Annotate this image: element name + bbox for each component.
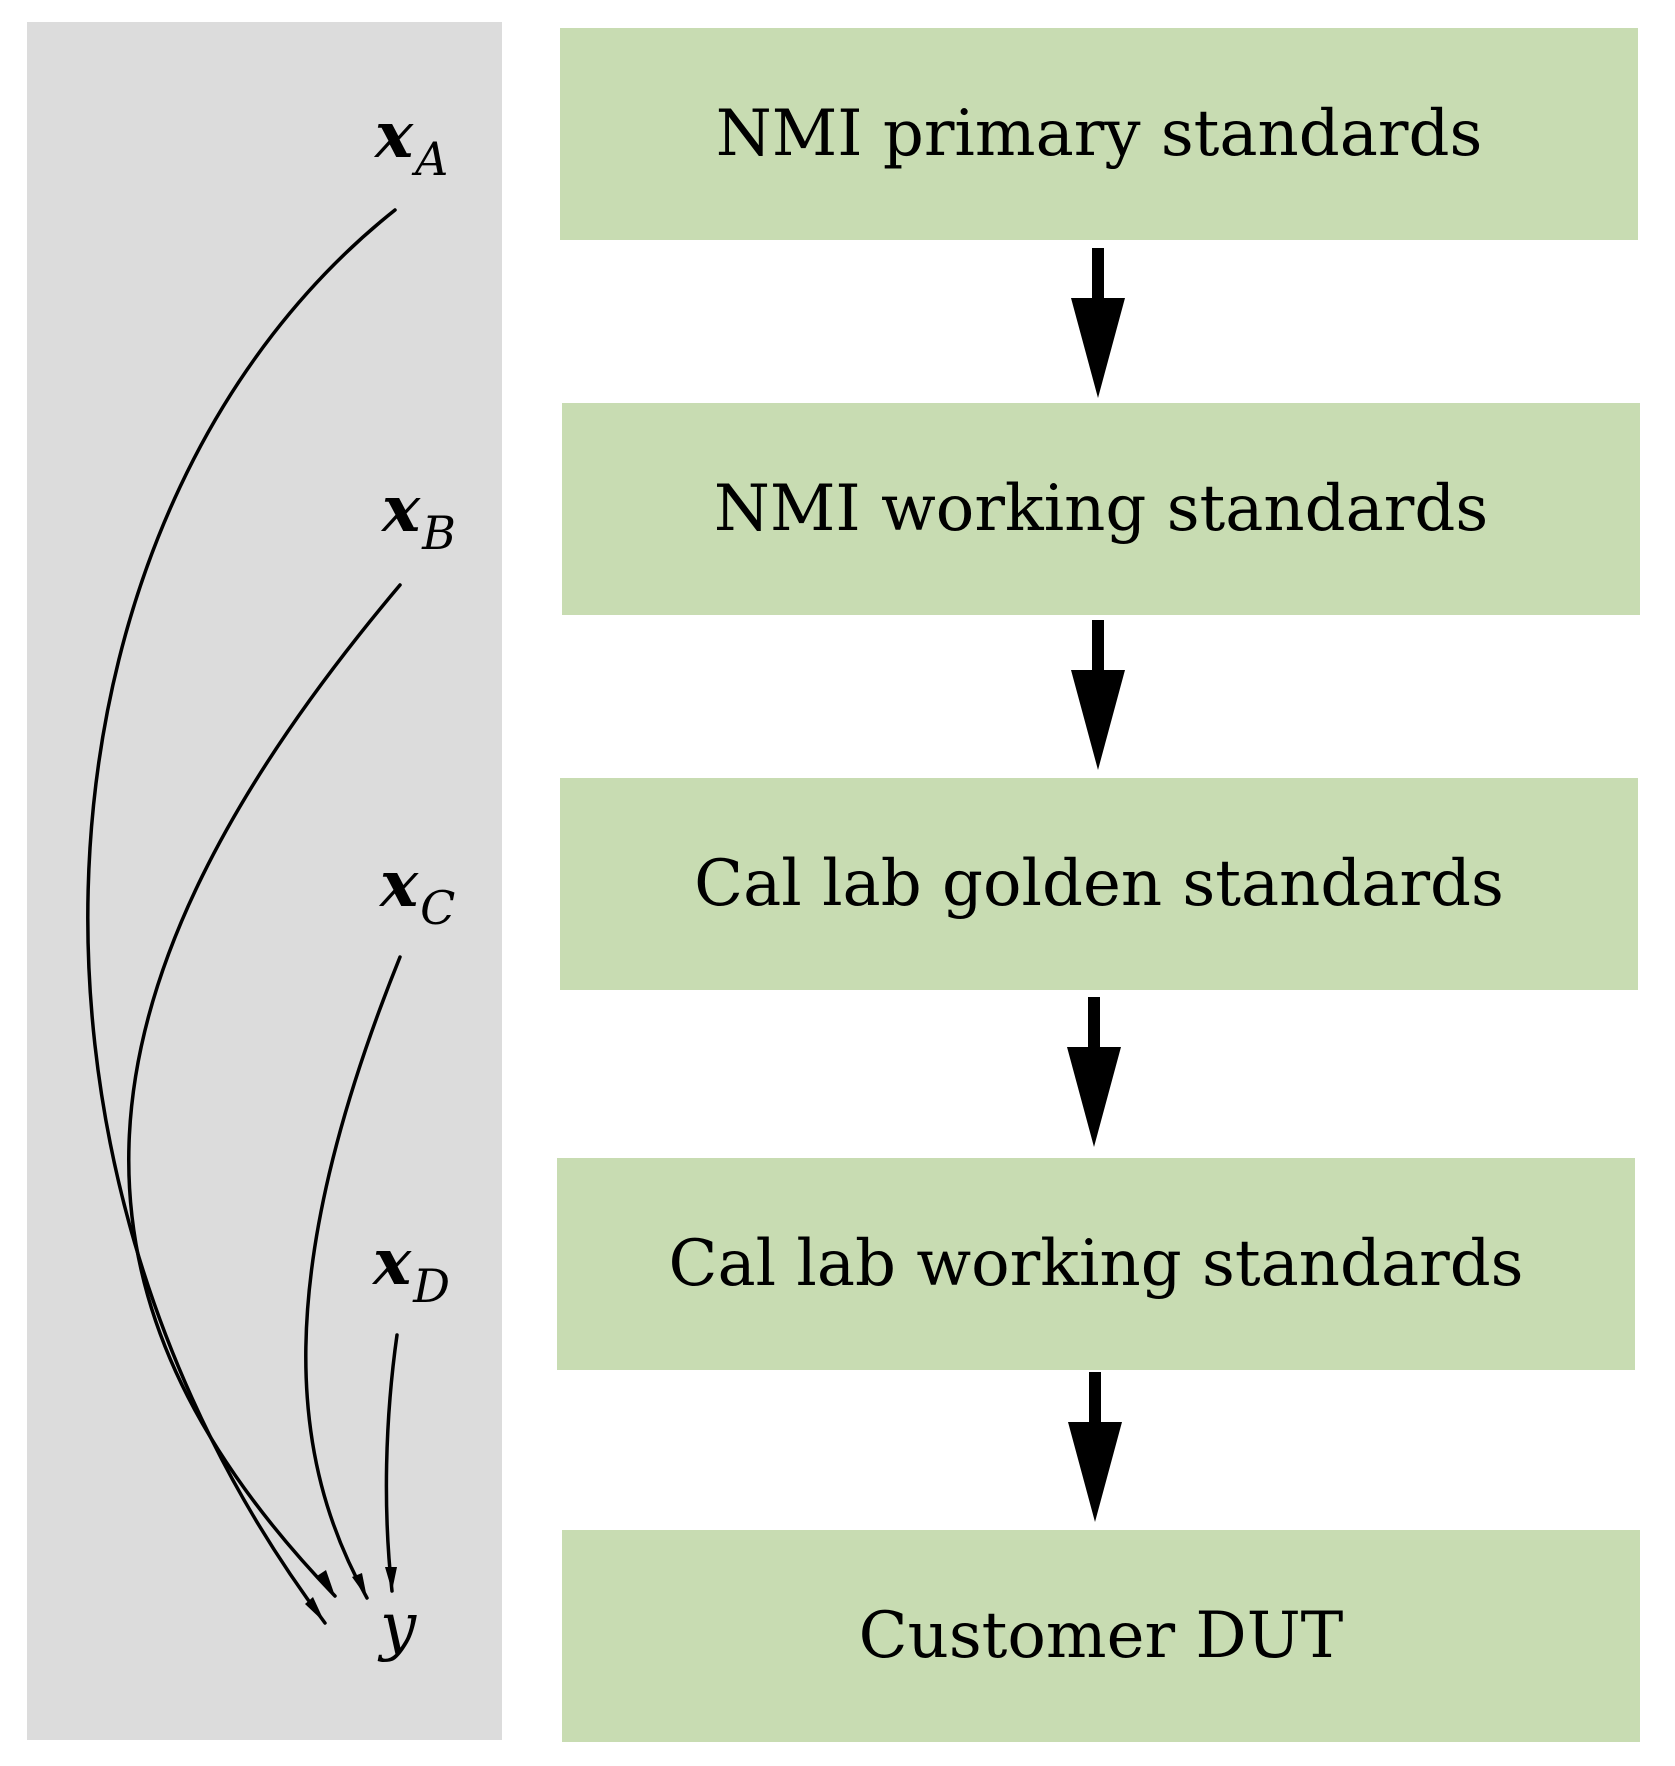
curve-x-c-to-y-arrowhead [352, 1573, 367, 1598]
label-y: y [380, 1590, 416, 1664]
box-customer-dut-label: Customer DUT [858, 1599, 1344, 1673]
box-nmi-working-standards-label: NMI working standards [713, 472, 1489, 546]
label-x-a-base: x [375, 98, 414, 173]
box-cal-lab-golden-standards: Cal lab golden standards [560, 778, 1638, 990]
curve-x-c-to-y [304, 955, 402, 1600]
uncertainty-propagation-panel [27, 22, 502, 1740]
label-y-base: y [380, 1590, 417, 1664]
label-x-c-subscript: C [420, 881, 456, 935]
box-cal-lab-working-standards: Cal lab working standards [557, 1158, 1635, 1370]
box-customer-dut: Customer DUT [562, 1530, 1640, 1742]
chain-arrow-2 [1071, 620, 1125, 770]
label-x-a-subscript: A [415, 132, 449, 186]
label-x-a: xA [375, 98, 448, 186]
curve-x-b-to-y [127, 583, 402, 1598]
curve-x-d-to-y-arrowhead [385, 1567, 397, 1591]
label-x-c-base: x [380, 847, 419, 922]
curve-x-a-to-y [86, 208, 397, 1625]
chain-arrow-3 [1067, 997, 1121, 1147]
label-x-b: xB [382, 472, 456, 560]
label-x-d-subscript: D [413, 1259, 451, 1313]
box-nmi-primary-standards: NMI primary standards [560, 28, 1638, 240]
box-cal-lab-golden-standards-label: Cal lab golden standards [694, 847, 1504, 921]
box-nmi-primary-standards-label: NMI primary standards [715, 97, 1483, 171]
chain-arrow-4 [1068, 1372, 1122, 1522]
curve-x-a-to-y-arrowhead [305, 1597, 325, 1623]
label-x-d: xD [373, 1225, 450, 1313]
curve-x-d-to-y [384, 1333, 399, 1593]
label-x-b-base: x [382, 472, 421, 547]
label-x-d-base: x [373, 1225, 412, 1300]
label-x-c: xC [380, 847, 455, 935]
box-nmi-working-standards: NMI working standards [562, 403, 1640, 615]
chain-arrow-1 [1071, 248, 1125, 398]
curve-x-b-to-y-arrowhead [317, 1570, 335, 1596]
box-cal-lab-working-standards-label: Cal lab working standards [668, 1227, 1524, 1301]
label-x-b-subscript: B [422, 506, 456, 560]
